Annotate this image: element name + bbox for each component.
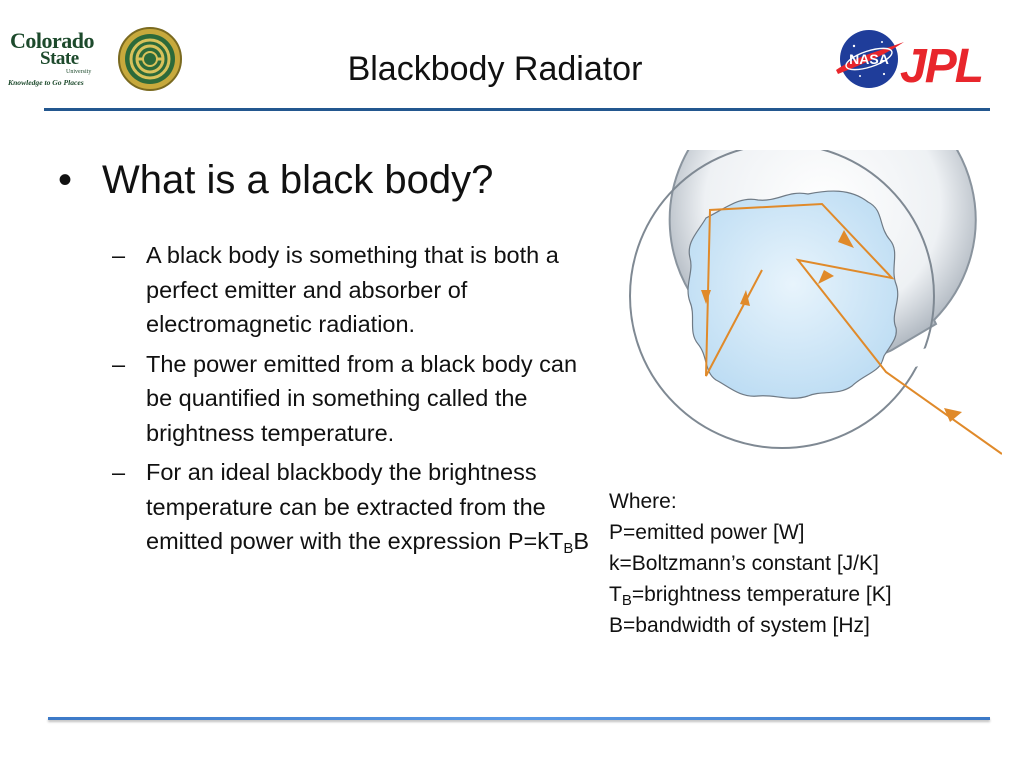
nasa-logo-text: NASA: [849, 51, 889, 67]
jpl-logo: JPL: [900, 40, 984, 88]
legend-tb-definition: TB=brightness temperature [K]: [609, 579, 989, 610]
cavity-interior: [687, 190, 899, 399]
sub-bullet-item: – For an ideal blackbody the brightness …: [112, 455, 602, 559]
cavity-outer-ring: [629, 150, 935, 449]
main-bullet: • What is a black body?: [58, 158, 493, 203]
jpl-wordmark-icon: JPL: [900, 40, 984, 88]
ray-arrowhead: [818, 270, 834, 284]
nasa-meatball-icon: NASA: [836, 30, 904, 88]
legend-tb-text: =brightness temperature [K]: [631, 583, 892, 606]
sub-bullet-marker: –: [112, 459, 126, 485]
main-bullet-text: What is a black body?: [102, 158, 494, 202]
legend-tb-subscript: B: [621, 592, 632, 609]
slide-title: Blackbody Radiator: [347, 50, 643, 88]
sub-bullet-marker: –: [112, 350, 126, 377]
ray-arrowhead: [701, 290, 711, 304]
legend-heading: Where:: [609, 490, 677, 513]
jpl-logo-text: JPL: [900, 40, 982, 88]
csu-tagline: Knowledge to Go Places: [8, 78, 84, 87]
csu-wordmark-line2: State: [40, 48, 79, 69]
header-divider: [44, 108, 990, 111]
legend-tb-symbol: T: [609, 583, 622, 606]
footer-divider: [48, 717, 990, 720]
csu-wordmark-line1: Colorado: [10, 28, 95, 53]
legend-b-definition: B=bandwidth of system [Hz]: [609, 614, 870, 637]
csu-logo: Colorado State University Knowledge to G…: [6, 26, 186, 92]
ray-arrowhead: [944, 408, 962, 422]
legend-p-definition: P=emitted power [W]: [609, 521, 805, 544]
csu-emblem-icon: [118, 27, 182, 91]
nasa-logo: NASA: [836, 30, 904, 88]
sub-bullet-text-after: B: [573, 528, 590, 554]
sub-bullet-text-before: For an ideal blackbody the brightness te…: [146, 459, 564, 554]
blackbody-cavity-diagram: [629, 150, 1002, 455]
cavity-opening: [882, 346, 940, 374]
csu-wordmark-line3: University: [66, 69, 92, 75]
csu-wordmark: Colorado State University Knowledge to G…: [6, 26, 118, 92]
main-bullet-marker: •: [58, 158, 73, 202]
legend-k-definition: k=Boltzmann’s constant [J/K]: [609, 552, 879, 575]
subscript: B: [563, 540, 574, 557]
sub-bullet-text: A black body is something that is both a…: [146, 242, 559, 337]
ray-path: [705, 202, 1002, 455]
variable-legend: Where: P=emitted power [W] k=Boltzmann’s…: [609, 486, 989, 641]
sub-bullet-item: – A black body is something that is both…: [112, 238, 602, 342]
radiation-rays: [705, 202, 1002, 455]
ray-arrowhead: [838, 230, 854, 248]
sub-bullet-item: – The power emitted from a black body ca…: [112, 347, 602, 451]
sub-bullet-text: The power emitted from a black body can …: [146, 350, 578, 446]
sub-bullet-marker: –: [112, 242, 126, 268]
ray-arrowhead: [740, 290, 750, 306]
sub-bullet-list: – A black body is something that is both…: [112, 238, 602, 564]
ray-arrowheads: [701, 230, 962, 422]
